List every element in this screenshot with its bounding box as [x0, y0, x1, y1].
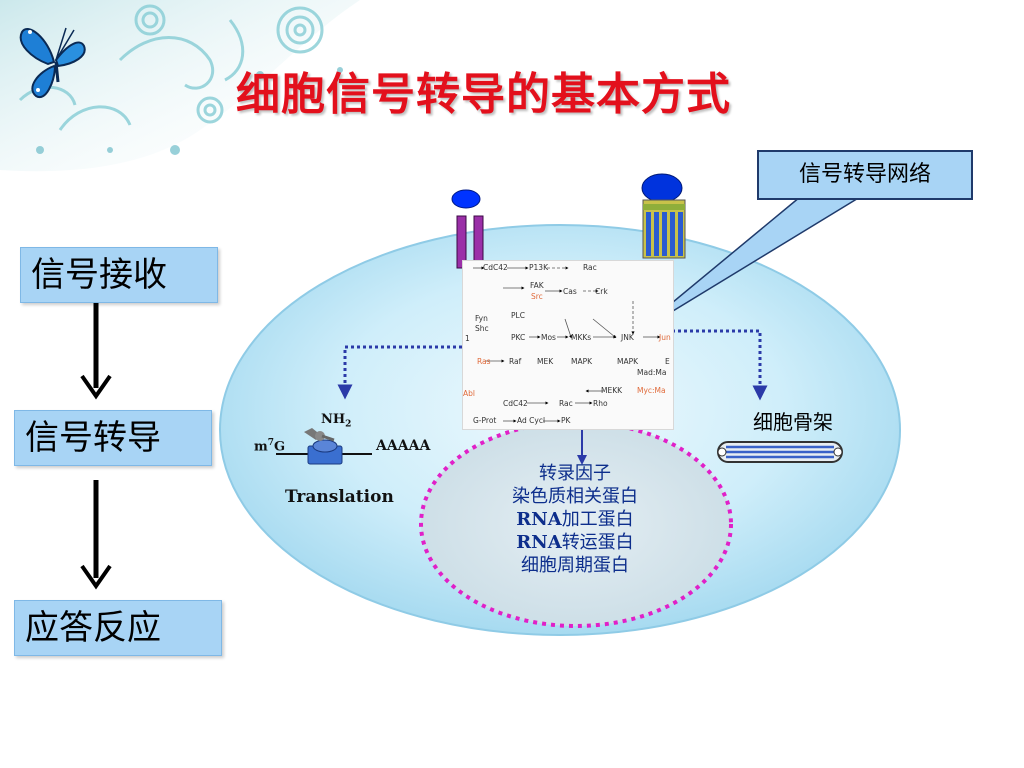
node-mapk-1: MAPK [571, 357, 593, 366]
rna-transport-text: 转运蛋白 [561, 532, 634, 553]
node-ad-cycl: Ad Cycl [517, 416, 546, 425]
flow-arrowhead-1 [80, 374, 112, 400]
node-cas: Cas [563, 287, 577, 296]
node-src: Src [531, 292, 543, 301]
node-1: 1 [465, 334, 470, 343]
node-pk: PK [561, 416, 571, 425]
receptor-right [641, 173, 686, 259]
flow-step-response: 应答反应 [14, 600, 222, 656]
polya-tail-label: AAAAA [376, 438, 431, 454]
receptor-left [451, 189, 484, 269]
node-rac: Rac [583, 263, 597, 272]
node-raf: Raf [509, 357, 522, 366]
flow-step-signal-transduction: 信号转导 [14, 410, 212, 466]
nucleus-line-cell-cycle: 细胞周期蛋白 [521, 555, 629, 576]
nucleus-protein-list: 转录因子 染色质相关蛋白 RNA加工蛋白 RNA转运蛋白 细胞周期蛋白 [470, 462, 680, 577]
node-mekk: MEKK [601, 386, 623, 395]
decorative-corner [0, 0, 360, 172]
flow-arrowhead-2 [80, 564, 112, 590]
rna-prefix: RNA [516, 532, 562, 553]
nucleus-line-rna-processing: RNA加工蛋白 [470, 508, 680, 531]
node-mapk-2: MAPK [617, 357, 639, 366]
rna-processing-text: 加工蛋白 [561, 509, 634, 530]
node-jun: Jun [659, 333, 671, 342]
nucleus-line-transcription-factor: 转录因子 [539, 463, 611, 484]
node-cdc42: CdC42 [483, 263, 508, 272]
node-mad-max: Mad:Ma [637, 368, 667, 377]
m7g-cap-label: m7G [254, 438, 285, 454]
node-mos: Mos [541, 333, 556, 342]
node-g-prot: G-Prot [473, 416, 497, 425]
nh2-base: NH [321, 412, 346, 427]
node-fak: FAK [530, 281, 544, 290]
rna-prefix: RNA [516, 509, 562, 530]
node-myc-max: Myc:Ma [637, 386, 666, 395]
node-p13k: P13K [529, 263, 548, 272]
node-jnk: JNK [621, 333, 634, 342]
translation-graphic [276, 428, 372, 465]
butterfly-icon [19, 27, 86, 99]
node-ras: Ras [477, 357, 491, 366]
node-mkks: MKKs [571, 333, 592, 342]
node-fyn: Fyn [475, 314, 488, 323]
network-arrows [473, 266, 661, 423]
node-rho: Rho [593, 399, 608, 408]
nucleus [419, 420, 733, 628]
node-abl: Abl [463, 389, 475, 398]
node-cdc42-low: CdC42 [503, 399, 528, 408]
nucleus-line-rna-transport: RNA转运蛋白 [470, 531, 680, 554]
signaling-network-thumbnail: CdC42 P13K Rac FAK Src Cas Crk Fyn Shc 1… [462, 260, 674, 430]
slide-title: 细胞信号转导的基本方式 [236, 69, 731, 120]
translation-label: Translation [285, 487, 394, 507]
network-callout-label: 信号转导网络 [757, 150, 973, 200]
cytoskeleton-graphic [717, 441, 843, 463]
node-crk: Crk [595, 287, 608, 296]
node-pkc: PKC [511, 333, 526, 342]
node-plc: PLC [511, 311, 525, 320]
cytoskeleton-label: 细胞骨架 [753, 410, 833, 434]
node-shc: Shc [475, 324, 489, 333]
nh2-subscript: 2 [345, 419, 352, 430]
m7g-suffix: G [274, 439, 286, 455]
node-e: E [665, 357, 670, 366]
nucleus-line-chromatin: 染色质相关蛋白 [512, 486, 638, 507]
nh2-label: NH2 [321, 412, 351, 430]
m7g-superscript: 7 [267, 438, 275, 448]
dotted-arrow-left [337, 345, 462, 400]
m7g-prefix: m [254, 439, 268, 455]
node-mek: MEK [537, 357, 554, 366]
node-rac-low: Rac [559, 399, 573, 408]
flow-step-signal-reception: 信号接收 [20, 247, 218, 303]
